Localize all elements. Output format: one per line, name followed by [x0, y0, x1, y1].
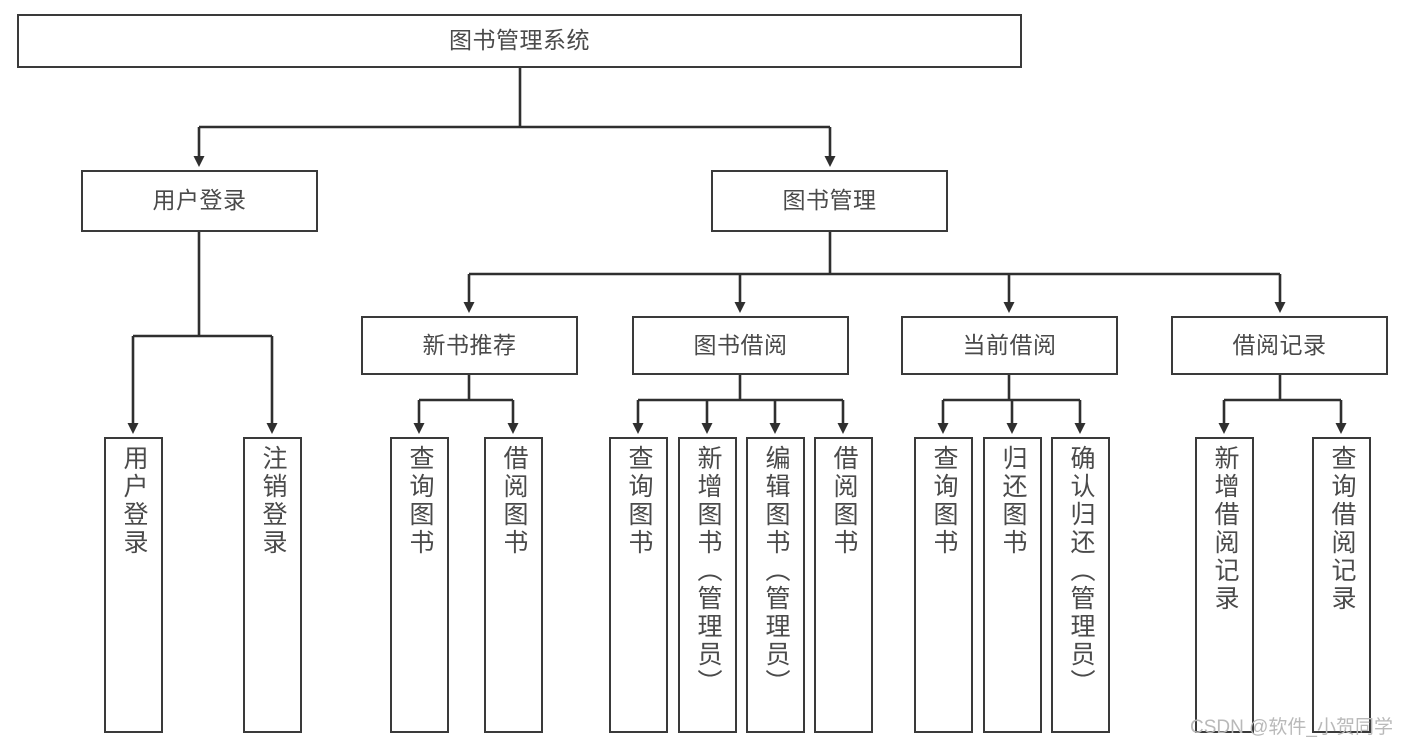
node-leaf-borrow-book-1[interactable]: 借阅图书: [484, 437, 543, 733]
node-leaf-borrow-book-2-label: 借阅图书: [830, 445, 858, 557]
node-leaf-confirm-return[interactable]: 确认归还（管理员）: [1051, 437, 1110, 733]
node-leaf-query-record-label: 查询借阅记录: [1328, 445, 1356, 613]
node-book-borrow-label: 图书借阅: [693, 331, 788, 358]
node-leaf-add-record[interactable]: 新增借阅记录: [1195, 437, 1254, 733]
node-leaf-user-logout-label: 注销登录: [259, 445, 287, 557]
node-borrow-record[interactable]: 借阅记录: [1171, 316, 1388, 375]
node-new-book-recommend[interactable]: 新书推荐: [361, 316, 578, 375]
node-leaf-edit-book[interactable]: 编辑图书（管理员）: [746, 437, 805, 733]
node-leaf-add-book-label: 新增图书（管理员）: [694, 445, 722, 697]
node-leaf-query-book-2[interactable]: 查询图书: [609, 437, 668, 733]
node-leaf-return-book-label: 归还图书: [999, 445, 1027, 557]
node-book-manage-label: 图书管理: [782, 187, 877, 214]
node-leaf-confirm-return-label: 确认归还（管理员）: [1067, 445, 1095, 697]
node-leaf-borrow-book-1-label: 借阅图书: [500, 445, 528, 557]
node-leaf-user-login[interactable]: 用户登录: [104, 437, 163, 733]
node-root-label: 图书管理系统: [449, 27, 590, 54]
node-book-borrow[interactable]: 图书借阅: [632, 316, 849, 375]
node-borrow-record-label: 借阅记录: [1232, 331, 1327, 358]
node-leaf-query-book-2-label: 查询图书: [625, 445, 653, 557]
node-user-login-label: 用户登录: [152, 187, 247, 214]
node-leaf-return-book[interactable]: 归还图书: [983, 437, 1042, 733]
node-leaf-query-record[interactable]: 查询借阅记录: [1312, 437, 1371, 733]
node-leaf-edit-book-label: 编辑图书（管理员）: [762, 445, 790, 697]
node-leaf-query-book-3-label: 查询图书: [930, 445, 958, 557]
node-leaf-user-logout[interactable]: 注销登录: [243, 437, 302, 733]
node-root[interactable]: 图书管理系统: [17, 14, 1022, 68]
node-new-book-recommend-label: 新书推荐: [422, 331, 517, 358]
node-leaf-query-book-3[interactable]: 查询图书: [914, 437, 973, 733]
node-current-borrow[interactable]: 当前借阅: [901, 316, 1118, 375]
node-leaf-query-book-1[interactable]: 查询图书: [390, 437, 449, 733]
node-book-manage[interactable]: 图书管理: [711, 170, 948, 232]
csdn-watermark: CSDN @软件_小贺同学: [1190, 717, 1393, 738]
node-current-borrow-label: 当前借阅: [962, 331, 1057, 358]
node-leaf-borrow-book-2[interactable]: 借阅图书: [814, 437, 873, 733]
node-leaf-query-book-1-label: 查询图书: [406, 445, 434, 557]
node-user-login[interactable]: 用户登录: [81, 170, 318, 232]
node-leaf-add-record-label: 新增借阅记录: [1211, 445, 1239, 613]
node-leaf-add-book[interactable]: 新增图书（管理员）: [678, 437, 737, 733]
node-leaf-user-login-label: 用户登录: [120, 445, 148, 557]
